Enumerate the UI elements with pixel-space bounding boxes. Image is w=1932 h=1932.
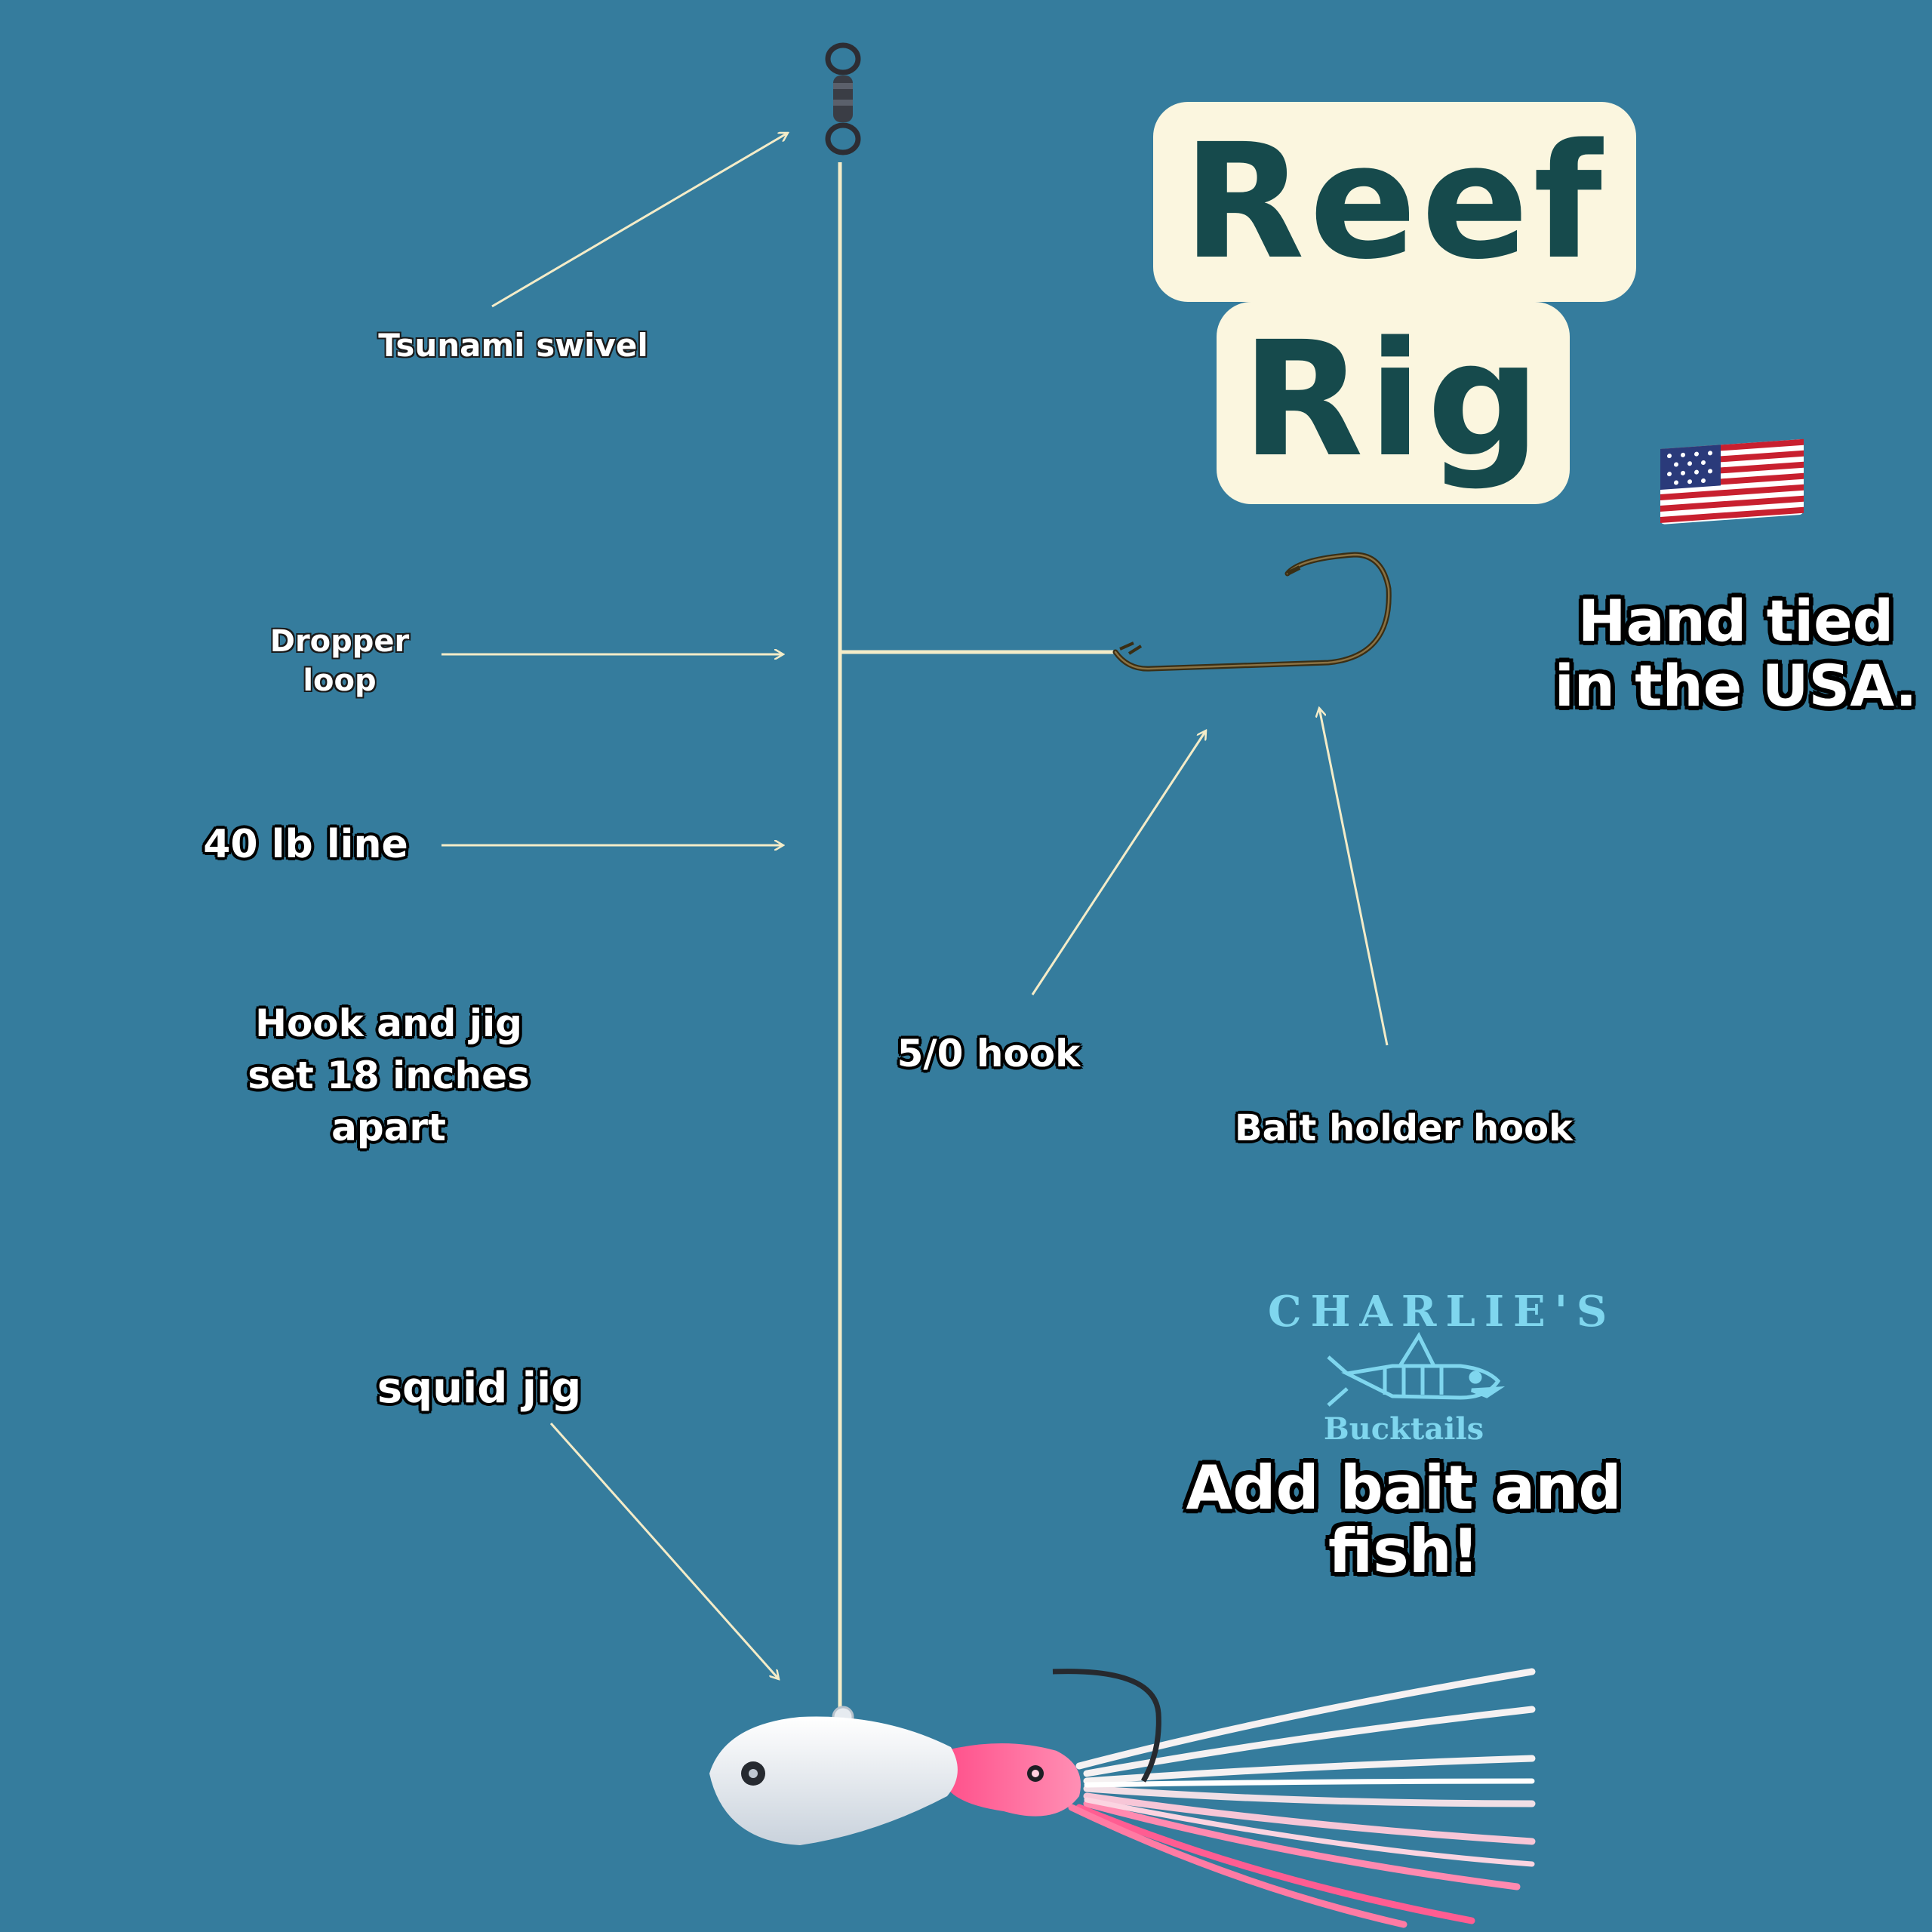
logo-name: CHARLIE'S	[1268, 1287, 1617, 1337]
tagline: Hand tied in the USA.	[1554, 587, 1918, 719]
title-line-1: Reef	[1183, 109, 1607, 294]
label-dropper-loop: Dropper loop	[269, 624, 410, 698]
label-squid-jig: squid jig	[377, 1364, 582, 1413]
label-bait-holder-hook: Bait holder hook	[1234, 1107, 1574, 1149]
arrow-bait-holder	[1319, 708, 1389, 1046]
fish-skeleton-icon	[1327, 1331, 1506, 1407]
arrow-swivel	[491, 131, 788, 308]
flag-icon	[1660, 438, 1804, 525]
arrow-hook	[1031, 731, 1206, 995]
title-box	[1153, 102, 1636, 302]
callout-arrows	[441, 131, 1389, 1679]
logo-subtitle: Bucktails	[1323, 1411, 1484, 1447]
label-hook-jig-spacing: Hook and jig set 18 inches apart	[248, 1001, 530, 1149]
label-tsunami-swivel: Tsunami swivel	[378, 327, 648, 364]
main-line	[838, 162, 1115, 1709]
title-line-2: Rig	[1241, 307, 1545, 492]
label-5-0-hook: 5/0 hook	[897, 1032, 1081, 1075]
title-box-lower	[1217, 302, 1570, 504]
hook-icon	[1112, 552, 1392, 672]
swivel-icon	[825, 42, 861, 155]
squid-jig-icon	[709, 1668, 1536, 1928]
call-to-action: Add bait and fish!	[1186, 1453, 1622, 1586]
label-40lb-line: 40 lb line	[203, 822, 408, 867]
arrow-squid-jig	[549, 1423, 779, 1679]
